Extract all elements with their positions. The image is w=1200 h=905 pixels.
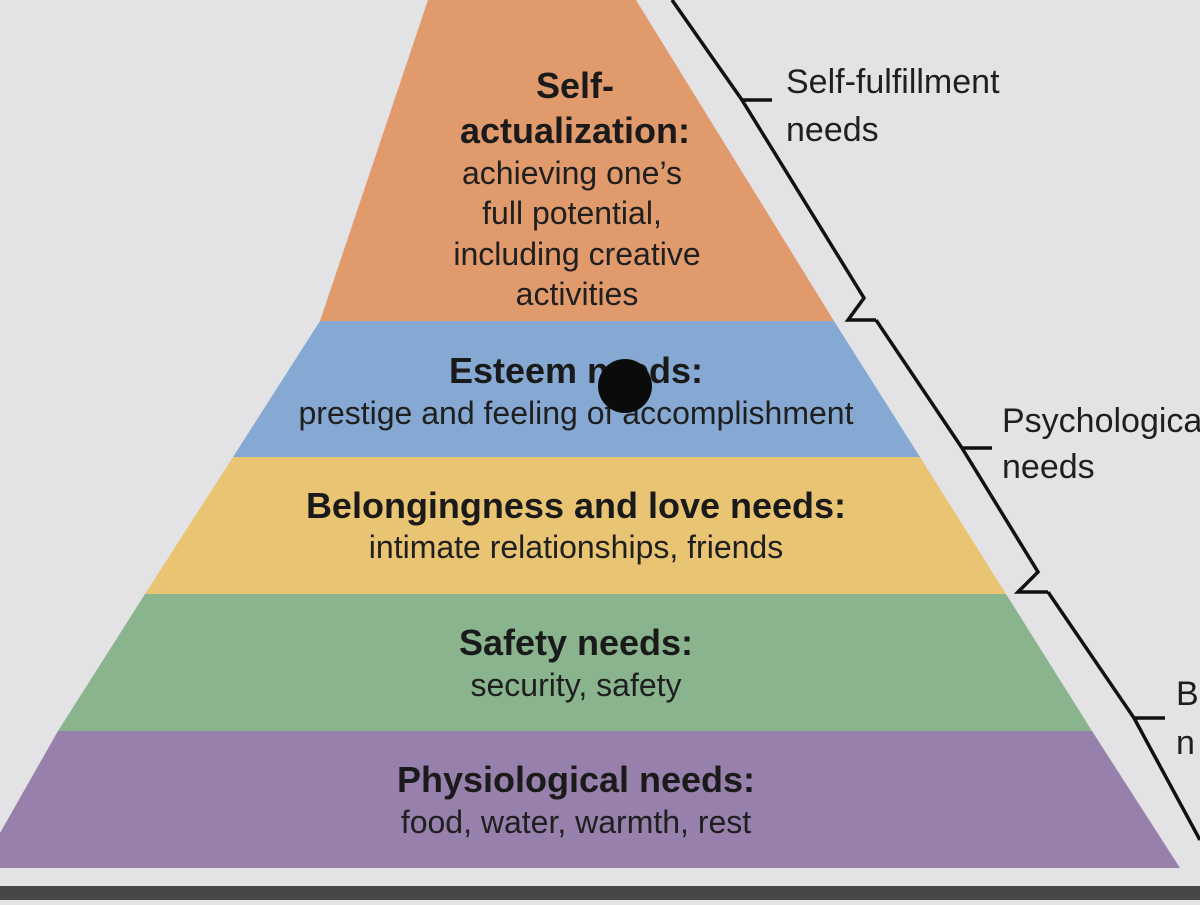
bottom-bar <box>0 886 1200 900</box>
level-self-actualization: Self- actualization: achieving one’s ful… <box>453 65 700 312</box>
group-self-fulfillment-line-1: Self-fulfillment <box>786 63 1000 101</box>
level-self-actualization-desc-3: including creative <box>453 236 700 272</box>
group-psychological-line-2: needs <box>1002 448 1095 486</box>
level-self-actualization-desc-1: achieving one’s <box>462 155 682 191</box>
tier-esteem <box>233 321 920 457</box>
level-physiological-desc: food, water, warmth, rest <box>401 804 751 840</box>
level-physiological: Physiological needs: food, water, warmth… <box>397 759 755 840</box>
cursor-dot <box>598 359 652 413</box>
group-self-fulfillment-line-2: needs <box>786 111 879 149</box>
group-brackets <box>670 0 1200 841</box>
level-self-actualization-desc-4: activities <box>516 276 639 312</box>
tier-self-actualization <box>320 0 834 321</box>
group-labels: Self-fulfillment needs Psychologica need… <box>786 63 1200 762</box>
level-safety-desc: security, safety <box>470 667 681 703</box>
group-basic-line-2: n <box>1176 724 1195 762</box>
tier-belongingness <box>145 457 1006 594</box>
level-belongingness-desc: intimate relationships, friends <box>369 529 783 565</box>
level-self-actualization-title-1: Self- <box>536 65 614 106</box>
level-safety: Safety needs: security, safety <box>459 622 693 703</box>
level-safety-title: Safety needs: <box>459 622 693 663</box>
bracket-self-fulfillment <box>670 0 876 322</box>
bracket-basic <box>1046 591 1200 841</box>
level-self-actualization-title-2: actualization: <box>460 110 690 151</box>
level-esteem: Esteem needs: prestige and feeling of ac… <box>299 350 854 431</box>
level-self-actualization-desc-2: full potential, <box>482 195 662 231</box>
group-basic-line-1: B <box>1176 675 1199 713</box>
level-belongingness-title: Belongingness and love needs: <box>306 485 846 526</box>
level-esteem-title: Esteem needs: <box>449 350 703 391</box>
level-physiological-title: Physiological needs: <box>397 759 755 800</box>
level-esteem-desc: prestige and feeling of accomplishment <box>299 395 854 431</box>
bracket-psychological <box>874 319 1048 594</box>
tier-physiological <box>0 731 1180 868</box>
group-psychological-line-1: Psychologica <box>1002 402 1200 440</box>
level-belongingness: Belongingness and love needs: intimate r… <box>306 485 846 565</box>
pyramid <box>0 0 1180 868</box>
tier-safety <box>58 594 1092 731</box>
